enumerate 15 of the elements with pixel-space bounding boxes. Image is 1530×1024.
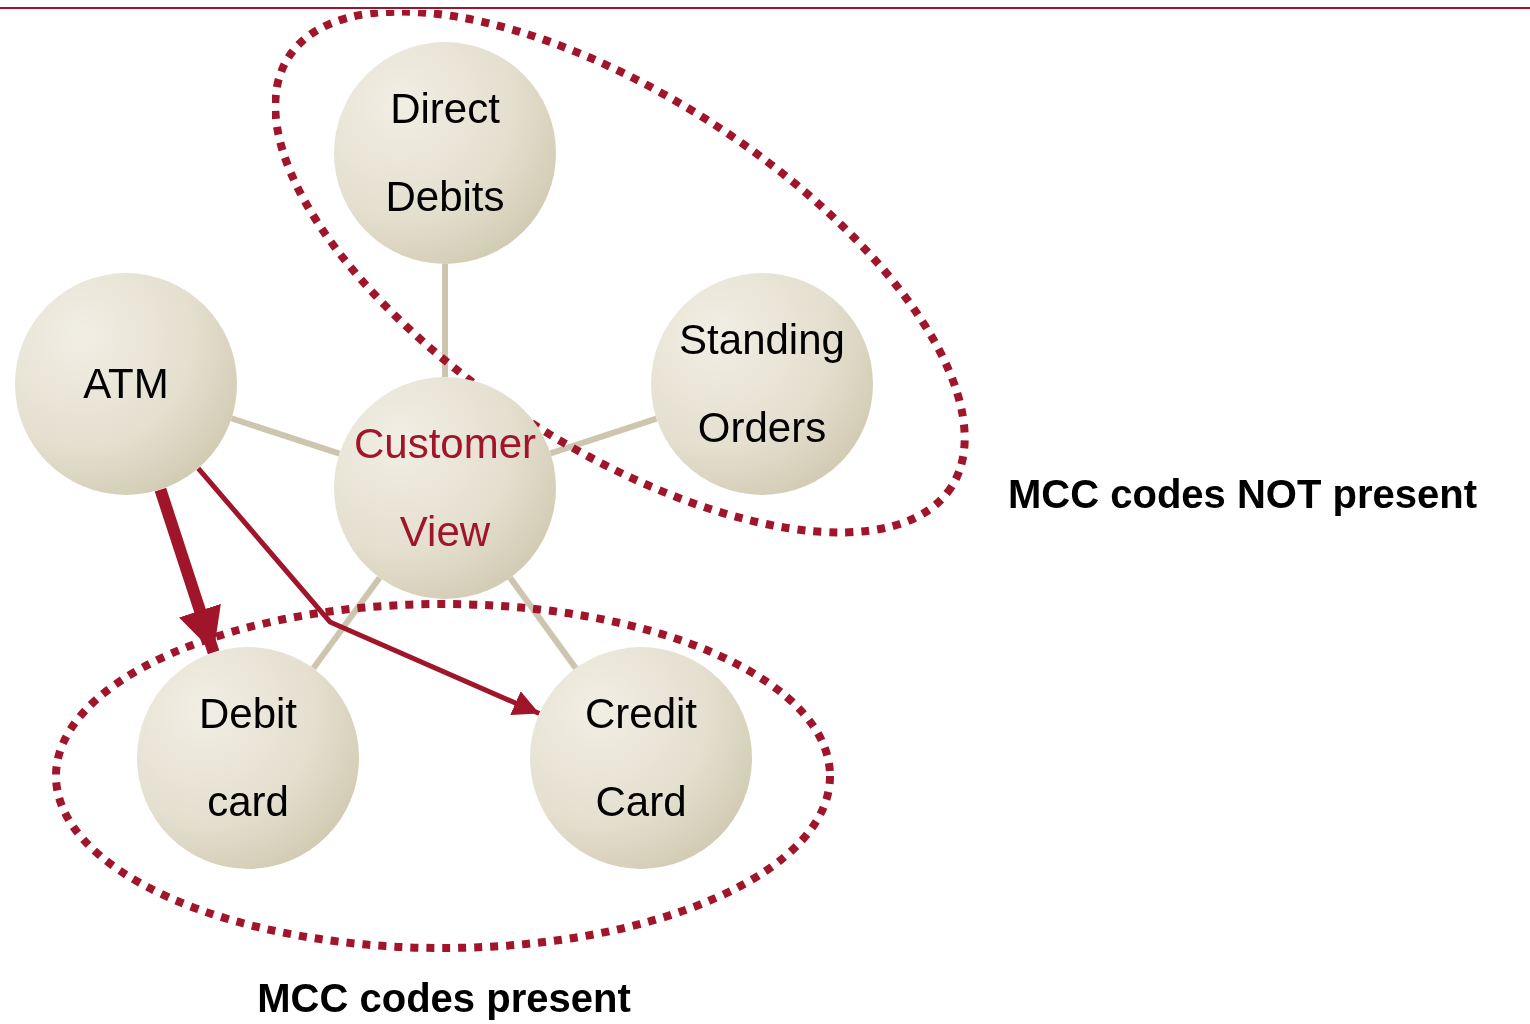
- node-label: Standing Orders: [679, 315, 845, 453]
- arrow: [196, 466, 541, 716]
- node-label: Direct Debits: [385, 84, 505, 222]
- arrow: [154, 487, 221, 655]
- connector-line: [442, 264, 448, 377]
- connector-line: [549, 415, 658, 457]
- group-label: MCC codes NOT present: [1008, 471, 1477, 518]
- node-label: Customer View: [353, 419, 537, 557]
- connector-line: [311, 575, 382, 671]
- connector-line: [230, 415, 341, 457]
- connector-line: [507, 576, 579, 670]
- node-label: Debit card: [198, 689, 298, 827]
- node-label: Credit Card: [584, 689, 697, 827]
- node-label: ATM: [83, 359, 169, 409]
- group-label: MCC codes present: [257, 975, 631, 1022]
